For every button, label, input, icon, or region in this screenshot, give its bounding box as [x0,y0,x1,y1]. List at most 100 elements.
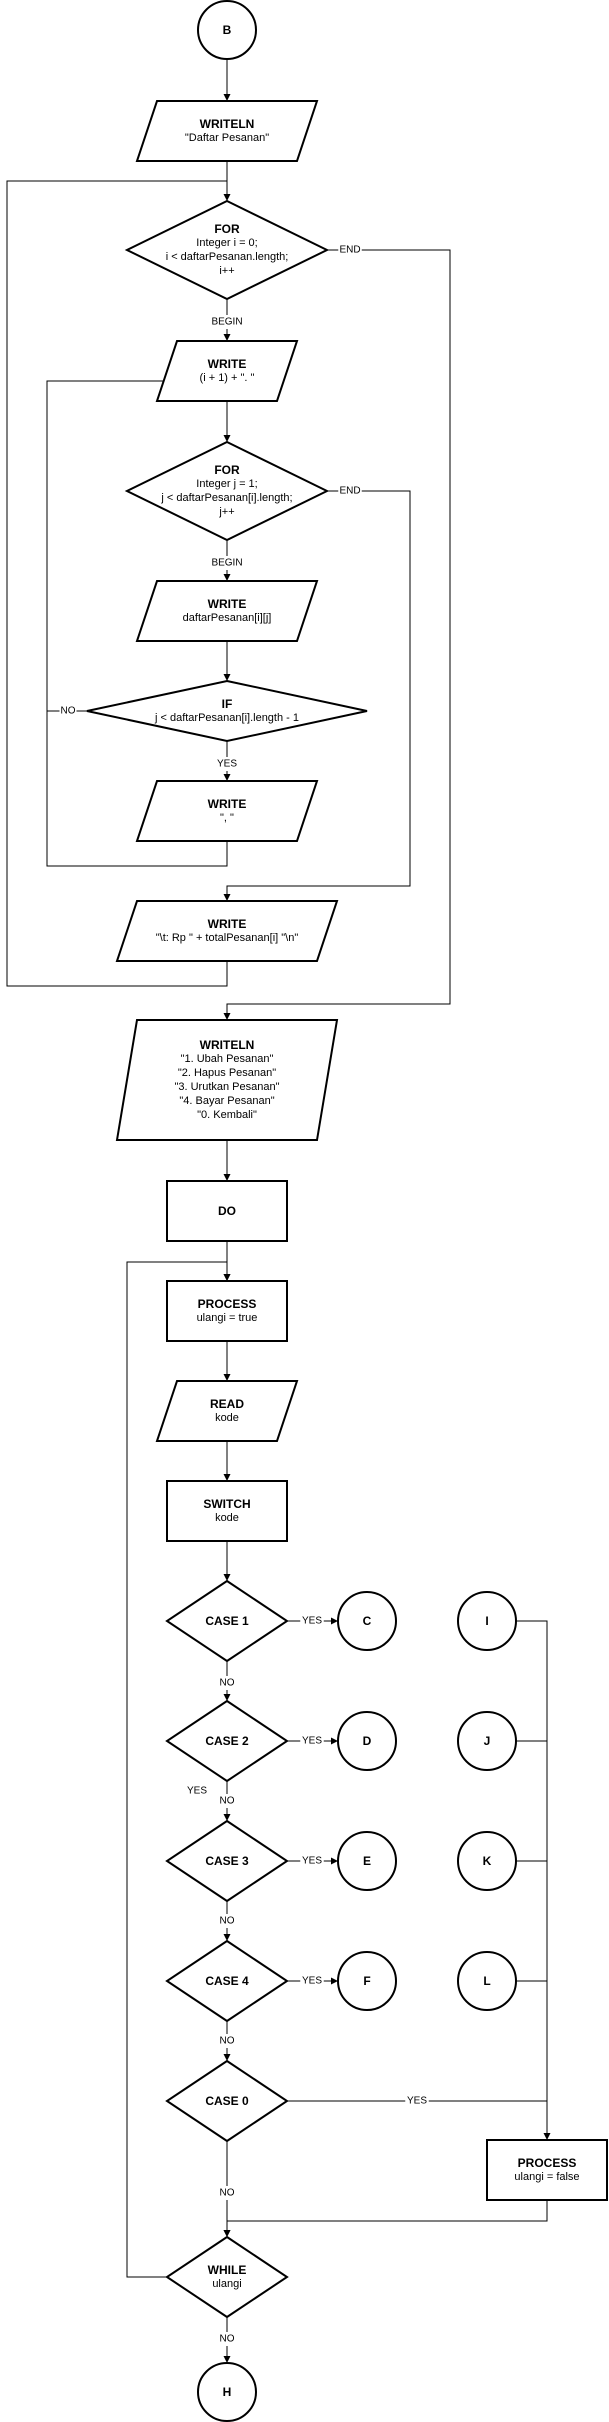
write-item-text-2: daftarPesanan[i][j] [183,612,272,624]
edge-case1-case2-label: NO [218,1676,236,1690]
writeln-menu-text-4: "3. Urutkan Pesanan" [174,1081,279,1093]
edge-process-read-arrowhead [223,1374,231,1381]
edge-for-j-write-item-arrowhead [223,574,231,581]
for-j-loop-text-3: j < daftarPesanan[i].length; [160,492,292,504]
edge-for-i-end-label-text: END [339,245,360,256]
edge-case2-case3-label-bg [218,1794,236,1808]
edge-read-switch-arrowhead [223,1474,231,1481]
edge-for-i-write-idx-label: BEGIN [208,315,246,329]
connector-j-shape [457,1711,517,1771]
for-i-loop-text-4: i++ [219,265,234,277]
writeln-menu-text-1: WRITELN [200,1038,255,1052]
connector-e: E [337,1831,397,1891]
edge-case2-d-label-bg [300,1734,324,1748]
case-3-decision-text-1: CASE 3 [205,1854,249,1868]
connector-c: C [337,1591,397,1651]
edge-for-i-end-label: END [338,243,362,257]
edge-while-loop [126,1261,228,2278]
edge-false-while [226,2200,548,2237]
edge-if-write-sep-label-bg [215,757,239,771]
edge-case1-case2-arrowhead [223,1694,231,1701]
edge-case2-d-arrowhead [331,1737,338,1745]
read-kode-text-2: kode [215,1412,239,1424]
for-i-loop-text-2: Integer i = 0; [196,237,257,249]
start-connector-b-shape [197,0,257,60]
connector-k-shape [457,1831,517,1891]
write-item-shape [135,580,319,642]
edge-case3-case4-label-bg [218,1914,236,1928]
edge-for-i-write-idx-arrowhead [223,334,231,341]
edge-case1-c-label-text: YES [302,1616,322,1627]
edge-case0-while-label-bg [218,2186,236,2200]
connector-f-text-1: F [363,1974,370,1988]
edge-case0-while-label-text: NO [220,2188,235,2199]
edge-if-write-sep-label-text: YES [217,759,237,770]
writeln-menu-shape [115,1019,339,1141]
connector-i-shape [457,1591,517,1651]
process-ulangi-true-shape [166,1280,288,1342]
edge-if-no-loop-label-text: NO [61,706,76,717]
switch-kode-text-1: SWITCH [203,1497,250,1511]
edge-case4-f-label-text: YES [302,1976,322,1987]
writeln-daftar-pesanan-shape [135,100,319,162]
edge-write-sep-back [46,711,228,867]
edge-if-no-loop-label-bg [59,704,77,718]
connector-i: I [457,1591,517,1651]
for-i-loop-shape [124,199,330,301]
connector-k-text-1: K [483,1854,492,1868]
case-2-decision-text-1: CASE 2 [205,1734,249,1748]
edge-false-while-arrowhead [223,2230,231,2237]
edge-case3-case4-arrowhead [223,1934,231,1941]
edge-i-false [516,1620,548,2101]
for-j-loop-text-4: j++ [218,506,234,518]
edge-while-loop-arrowhead [223,1274,231,1281]
start-connector-b-text-1: B [223,23,232,37]
edge-for-i-end-arrowhead [223,1013,231,1020]
edge-case2-d-label: YES [300,1734,324,1748]
edge-case3-e-label: YES [300,1854,324,1868]
edge-while-end-label-bg [218,2332,236,2346]
for-j-loop-shape [124,440,330,542]
write-total: WRITE"\t: Rp " + totalPesanan[i] "\n" [115,900,339,962]
edge-case1-c-label-bg [300,1614,324,1628]
writeln-menu: WRITELN"1. Ubah Pesanan""2. Hapus Pesana… [115,1019,339,1141]
for-j-loop-text-1: FOR [214,463,240,477]
edge-case4-case0-label-text: NO [220,2036,235,2047]
process-ulangi-false-text-1: PROCESS [518,2156,577,2170]
edge-for-j-write-item-label-text: BEGIN [211,558,242,569]
edge-for-i-write-idx-label-bg [208,315,246,329]
write-item-text-1: WRITE [208,597,247,611]
edge-case1-c-label: YES [300,1614,324,1628]
edge-while-end-label: NO [218,2332,236,2346]
case-0-decision: CASE 0 [165,2059,289,2143]
case-1-decision-shape [165,1579,289,1663]
edge-while-end-label-text: NO [220,2334,235,2345]
edge-case2-case3-label: NO [218,1794,236,1808]
connector-l-text-1: L [483,1974,490,1988]
edge-case3-e-label-bg [300,1854,324,1868]
connector-labels: BEGINENDBEGINENDYESNOYESNOYESNOYESNOYESN… [59,243,429,2346]
edge-total-back [6,180,228,987]
write-separator-text-2: ", " [220,812,234,824]
edge-case0-false-label: YES [405,2094,429,2108]
edge-case3-case4-label: NO [218,1914,236,1928]
edge-write-item-if-arrowhead [223,674,231,681]
edge-case4-case0-arrowhead [223,2054,231,2061]
connector-l: L [457,1951,517,2011]
case-1-decision: CASE 1 [165,1579,289,1663]
do-block-shape [166,1180,288,1242]
while-ulangi-shape [165,2235,289,2319]
connector-j-text-1: J [484,1734,491,1748]
case-2-decision: CASE 2 [165,1699,289,1783]
write-index-text-2: (i + 1) + ". " [200,372,255,384]
edge-case1-case2-label-text: NO [220,1678,235,1689]
edge-case3-case4-label-text: NO [220,1916,235,1927]
connector-d: D [337,1711,397,1771]
